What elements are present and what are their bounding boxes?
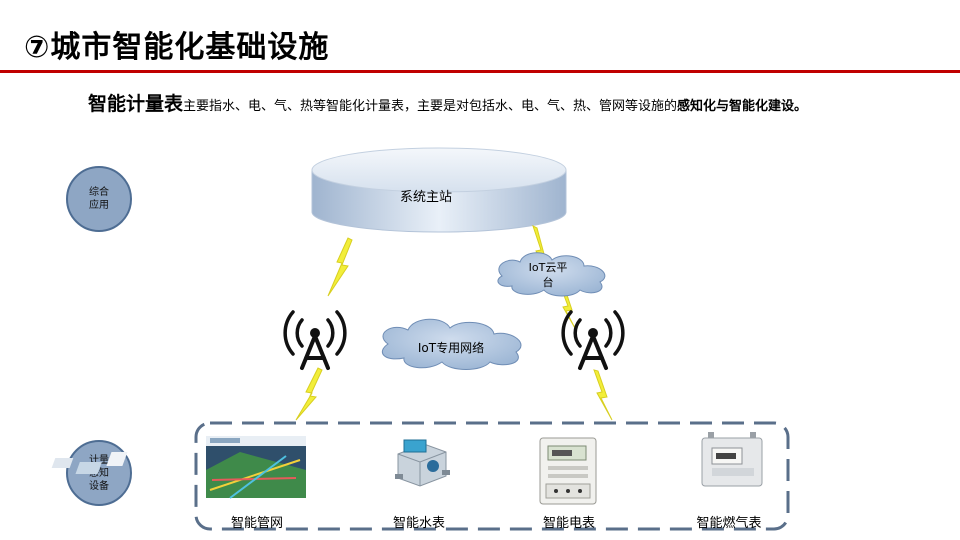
iot-cloud-platform: IoT云平 台 bbox=[497, 252, 606, 297]
intro-paragraph: 智能计量表主要指水、电、气、热等智能化计量表，主要是对包括水、电、气、热、管网等… bbox=[88, 94, 888, 117]
layer-label-sensing-text: 计量 感知 设备 bbox=[89, 454, 109, 492]
layer-label-application-text: 综合 应用 bbox=[89, 187, 109, 211]
iot-private-network-cloud: IoT专用网络 bbox=[382, 318, 522, 370]
device-label-gas-meter: 智能燃气表 bbox=[696, 516, 762, 531]
intro-text: 主要指水、电、气、热等智能化计量表，主要是对包括水、电、气、热、管网等设施的 bbox=[183, 99, 678, 114]
iot-network-label: IoT专用网络 bbox=[418, 340, 484, 355]
water-meter-icon bbox=[395, 439, 450, 487]
lightning-bolt-left-upper bbox=[327, 237, 353, 297]
electric-meter-icon bbox=[539, 437, 597, 505]
device-label-water-meter: 智能水表 bbox=[392, 516, 445, 531]
lightning-bolt-left-lower bbox=[295, 367, 323, 421]
lightning-bolt-right-lower bbox=[593, 369, 613, 421]
radio-tower-right-icon bbox=[561, 310, 625, 370]
master-station-cylinder: 系统主站 bbox=[311, 147, 567, 233]
iot-cloud-label-line2: 台 bbox=[543, 275, 554, 289]
iot-cloud-label-line1: IoT云平 bbox=[529, 261, 568, 274]
title-divider bbox=[0, 70, 960, 73]
device-group-border bbox=[194, 421, 790, 531]
intro-lead: 智能计量表 bbox=[88, 93, 184, 115]
layer-label-application: 综合 应用 bbox=[66, 166, 132, 232]
page-title: ⑦城市智能化基础设施 bbox=[24, 30, 330, 65]
intro-bold: 感知化与智能化 bbox=[677, 99, 769, 114]
device-label-pipe-network: 智能管网 bbox=[230, 516, 283, 531]
gas-meter-icon bbox=[701, 432, 763, 487]
device-label-electric-meter: 智能电表 bbox=[542, 516, 595, 531]
pipe-network-screenshot bbox=[51, 436, 306, 499]
radio-tower-left-icon bbox=[283, 310, 347, 370]
master-station-label: 系统主站 bbox=[400, 190, 452, 205]
intro-end: 建设。 bbox=[768, 99, 808, 114]
